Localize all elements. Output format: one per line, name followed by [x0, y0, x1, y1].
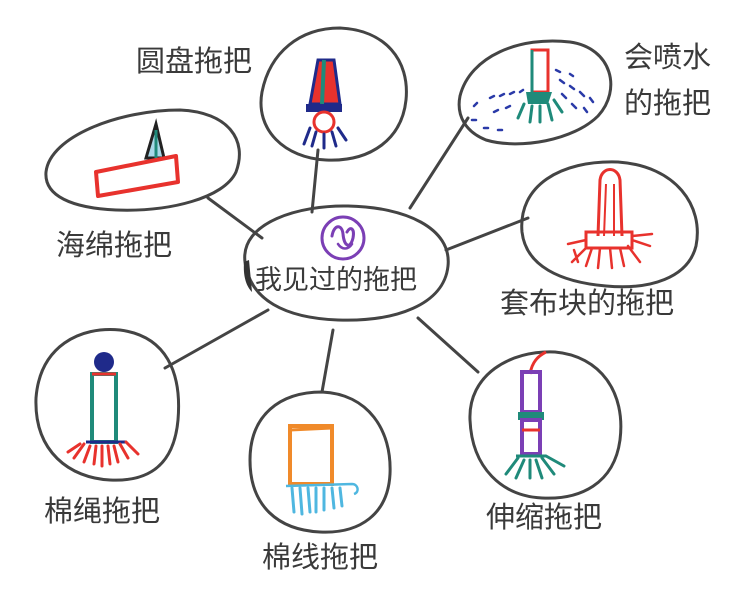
telescope-mop-drawing: [504, 350, 566, 480]
connector-rope: [163, 308, 270, 370]
bubble-disc: [259, 26, 408, 162]
label-spray-mop-line2: 的拖把: [624, 86, 712, 120]
center-bubble-shadow: [243, 260, 252, 292]
bubbles: [34, 26, 699, 534]
connector-telescope: [416, 316, 480, 374]
bubble-rope: [34, 328, 181, 482]
label-thread-mop: 棉线拖把: [262, 540, 379, 574]
disc-mop-drawing: [302, 58, 348, 150]
center-label: 我见过的拖把: [255, 265, 417, 296]
bubble-sponge: [44, 108, 241, 212]
connector-sponge: [206, 196, 264, 240]
label-sponge-mop: 海绵拖把: [56, 228, 173, 262]
center-bubble: [243, 204, 450, 322]
connector-lines: [163, 116, 530, 394]
bubble-thread: [248, 390, 392, 534]
sponge-mop-drawing: [94, 118, 180, 198]
connector-spray: [408, 116, 470, 210]
bubble-spray: [457, 39, 613, 146]
bubble-cover: [520, 160, 699, 289]
spray-mop-drawing: [470, 48, 595, 132]
rope-mop-drawing: [66, 352, 140, 468]
thread-mop-drawing: [285, 424, 359, 516]
label-telescope-mop: 伸缩拖把: [486, 500, 603, 534]
label-cover-mop: 套布块的拖把: [500, 286, 675, 320]
label-rope-mop: 棉绳拖把: [44, 494, 161, 528]
connector-thread: [320, 328, 335, 394]
cover-mop-drawing: [566, 168, 654, 270]
connector-cover: [444, 216, 530, 252]
center-doodle: [320, 215, 366, 261]
label-disc-mop: 圆盘拖把: [136, 44, 253, 78]
label-spray-mop-line1: 会喷水: [624, 40, 712, 74]
bubble-telescope: [468, 350, 623, 500]
